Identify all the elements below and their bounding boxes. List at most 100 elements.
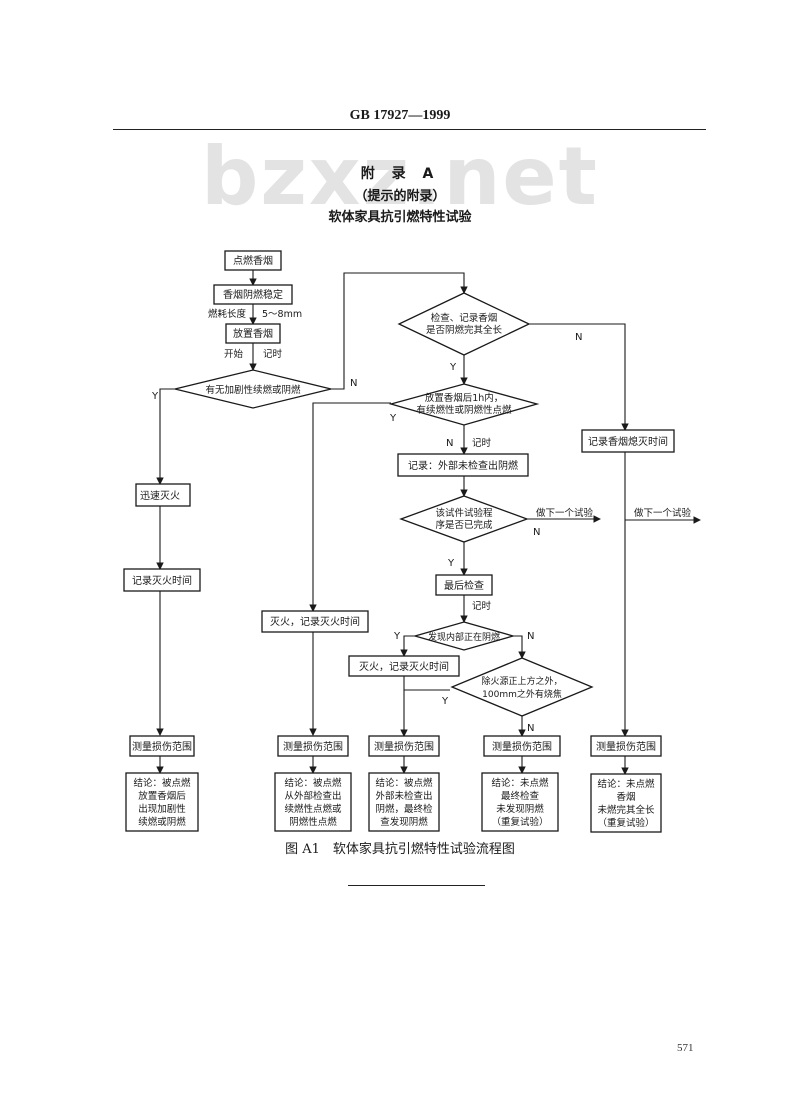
box-record-no-ext-smolder: [397, 453, 529, 477]
connectors: [156, 270, 701, 775]
label-timing-2: 记时: [472, 437, 492, 449]
label-record-ext-time: 记录灭火时间: [132, 574, 192, 587]
label-n-1: N: [350, 378, 357, 389]
box-smolder-stable: [213, 284, 293, 305]
label-y-2: Y: [449, 362, 457, 373]
label-measure-5: 测量损伤范围: [596, 740, 656, 753]
diamond-check-full: [397, 292, 531, 356]
box-conclusion-1: [125, 772, 199, 832]
diamond-scorch: [450, 657, 594, 717]
label-final-check: 最后检查: [444, 579, 484, 592]
box-measure-2: [277, 735, 349, 757]
box-conclusion-4: [481, 772, 559, 832]
flow-boxes: [123, 250, 675, 833]
box-light-cigarette: [224, 250, 282, 271]
conclusion-4-line-2: 最终检查: [501, 790, 540, 802]
label-q-complete-1: 该试件试验程: [435, 507, 493, 519]
conclusion-2-line-2: 从外部检查出: [284, 790, 341, 802]
label-n-5: N: [527, 631, 534, 642]
box-measure-4: [483, 735, 561, 757]
box-conclusion-3: [368, 772, 440, 832]
appendix-title: 软体家具抗引燃特性试验: [328, 210, 472, 225]
label-q-scorch-2: 100mm之外有烧焦: [482, 688, 562, 700]
label-ext-record-time: 灭火，记录灭火时间: [270, 615, 360, 628]
label-q-1h-1: 放置香烟后1h内，: [425, 392, 504, 404]
label-timing-3: 记时: [472, 600, 492, 612]
label-burn-length: 燃耗长度: [208, 308, 247, 320]
flow-labels: 点燃香烟 香烟阴燃稳定 燃耗长度 5～8mm 放置香烟 开始 记时 有无加剧性续…: [132, 254, 692, 753]
label-q-intense: 有无加剧性续燃或阴燃: [205, 384, 301, 396]
box-record-ext-time: [123, 568, 201, 592]
label-start: 开始: [224, 348, 244, 360]
conclusion-2-line-3: 续燃性点燃或: [284, 803, 342, 815]
label-q-check-full-2: 是否阴燃完其全长: [426, 324, 503, 336]
label-smolder-stable: 香烟阴燃稳定: [223, 288, 283, 301]
box-measure-3: [368, 735, 440, 757]
label-measure-2: 测量损伤范围: [283, 740, 343, 753]
label-extinguish-fast: 迅速灭火: [140, 490, 180, 502]
standard-code: GB 17927—1999: [349, 108, 451, 123]
figure-caption: 图 A1 软体家具抗引燃特性试验流程图: [285, 842, 515, 857]
label-q-scorch-1: 除火源正上方之外，: [481, 675, 562, 687]
label-measure-4: 测量损伤范围: [492, 740, 552, 753]
label-measure-1: 测量损伤范围: [132, 740, 192, 753]
label-y-3: Y: [389, 413, 397, 424]
box-measure-5: [590, 735, 662, 757]
box-place-cigarette: [225, 323, 281, 344]
diamond-internal: [412, 621, 516, 651]
conclusion-5-line-1: 结论：未点燃: [597, 778, 655, 790]
label-n-2: N: [575, 332, 582, 343]
box-conclusion-5: [590, 773, 662, 833]
label-y-1: Y: [151, 391, 159, 402]
label-next-test-1: 做下一个试验: [536, 507, 594, 519]
conclusion-4-line-3: 未发现阴燃: [496, 803, 544, 815]
label-n-6: N: [527, 723, 534, 734]
watermark: bzxz.net: [201, 130, 599, 223]
box-ext-record-time: [261, 610, 369, 633]
box-final-check: [435, 574, 493, 596]
conclusion-3-line-1: 结论：被点燃: [375, 777, 433, 789]
conclusion-5-line-2: 香烟: [616, 791, 635, 803]
label-q-internal: 发现内部正在阴燃: [428, 631, 500, 643]
conclusion-3-line-2: 外部未检查出: [375, 790, 432, 802]
conclusion-texts: 结论：被点燃 放置香烟后 出现加剧性 续燃或阴燃 结论：被点燃 从外部检查出 续…: [133, 777, 655, 829]
diamond-complete: [399, 495, 529, 543]
label-record-cig-out: 记录香烟熄灭时间: [588, 435, 668, 448]
header-rule: [113, 129, 706, 130]
box-measure-1: [129, 735, 195, 757]
label-next-test-2: 做下一个试验: [634, 507, 692, 519]
conclusion-5-line-3: 未燃完其全长: [597, 804, 655, 816]
diamond-intense: [174, 369, 332, 409]
conclusion-1-line-2: 放置香烟后: [138, 790, 186, 802]
label-measure-3: 测量损伤范围: [374, 740, 434, 753]
footer-rule: [348, 885, 485, 886]
label-timing-1: 记时: [263, 348, 283, 360]
conclusion-1-line-4: 续燃或阴燃: [138, 816, 186, 828]
label-record-no-ext-smolder: 记录：外部未检查出阴燃: [408, 459, 518, 472]
label-y-4: Y: [447, 558, 455, 569]
conclusion-2-line-4: 阴燃性点燃: [289, 816, 337, 828]
box-conclusion-2: [274, 772, 352, 832]
label-q-1h-2: 有续燃性或阴燃性点燃: [416, 404, 512, 416]
conclusion-4-line-4: （重复试验）: [491, 816, 548, 828]
box-ext-record-time-2: [348, 655, 460, 677]
conclusion-1-line-1: 结论：被点燃: [133, 777, 191, 789]
label-burn-length-value: 5～8mm: [262, 309, 302, 320]
label-n-4: N: [533, 527, 540, 538]
label-ext-record-time-2: 灭火，记录灭火时间: [359, 660, 449, 673]
appendix-note: （提示的附录）: [354, 189, 446, 204]
label-place-cigarette: 放置香烟: [233, 327, 273, 340]
label-y-5: Y: [393, 631, 401, 642]
conclusion-2-line-1: 结论：被点燃: [284, 777, 342, 789]
label-y-6: Y: [441, 696, 449, 707]
label-q-complete-2: 序是否已完成: [435, 519, 493, 531]
box-record-cig-out: [581, 429, 675, 453]
conclusion-1-line-3: 出现加剧性: [138, 803, 186, 815]
conclusion-3-line-4: 查发现阴燃: [380, 816, 428, 828]
box-extinguish-fast: [135, 483, 191, 507]
conclusion-4-line-1: 结论：未点燃: [491, 777, 549, 789]
page-number: 571: [677, 1042, 694, 1054]
label-light-cigarette: 点燃香烟: [233, 254, 273, 267]
appendix-label: 附 录 A: [360, 166, 440, 182]
